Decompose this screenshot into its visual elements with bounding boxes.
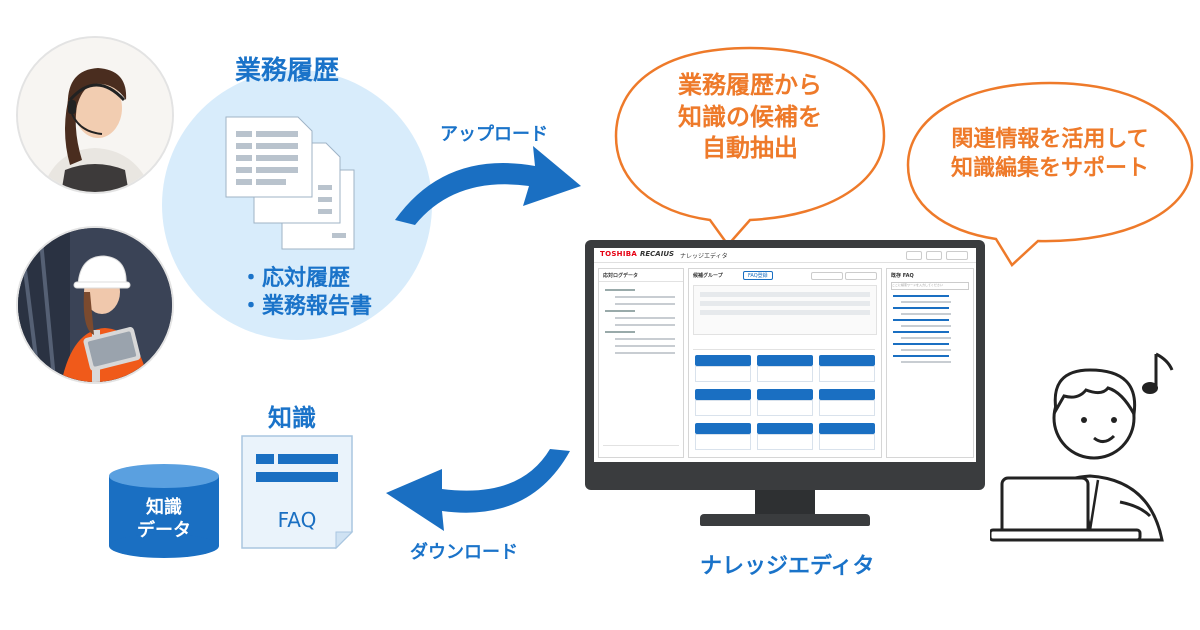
database-label: 知識 データ [105, 497, 223, 542]
music-note-icon [1142, 352, 1174, 394]
faq-document-icon [241, 435, 354, 550]
faq-label: FAQ [277, 508, 317, 532]
candidate-card[interactable] [819, 389, 875, 417]
candidate-tab-3[interactable] [845, 272, 877, 280]
faq-panel-title: 既存 FAQ [891, 273, 914, 279]
download-arrow [386, 449, 570, 531]
app-header: TOSHIBA RECAIUS ナレッジエディタ [594, 248, 976, 263]
candidate-panel-title: 候補グループ [693, 273, 723, 279]
editor-caption: ナレッジエディタ [700, 554, 875, 579]
database-label-line2: データ [137, 519, 191, 541]
candidate-cards [695, 355, 877, 453]
support-bubble-text: 関連情報を活用して 知識編集をサポート [910, 125, 1190, 183]
faq-search-input[interactable]: ここに検索ワードを入力してください [891, 282, 969, 290]
extract-line-1: 業務履歴から [678, 71, 822, 99]
product-logo: RECAIUS [640, 250, 675, 258]
operator-photos [16, 36, 174, 384]
brand-logo: TOSHIBA [600, 250, 638, 258]
header-button-1[interactable] [906, 251, 922, 260]
candidate-card[interactable] [819, 355, 875, 383]
monitor-neck [755, 490, 815, 516]
candidate-tab-2[interactable] [811, 272, 843, 280]
candidate-card[interactable] [757, 389, 813, 417]
database-cylinder-icon [109, 464, 219, 558]
extract-line-2: 知識の候補を [678, 102, 822, 131]
header-button-3[interactable] [946, 251, 968, 260]
filter-box [693, 285, 877, 335]
candidate-card[interactable] [695, 389, 751, 417]
support-line-2: 知識編集をサポート [950, 156, 1149, 182]
history-bullet-report: ・業務報告書 [240, 294, 373, 320]
log-data-panel: 応対ログデータ [598, 268, 684, 458]
extract-bubble-text: 業務履歴から 知識の候補を 自動抽出 [620, 70, 880, 165]
support-bubble [906, 81, 1194, 267]
extract-line-3: 自動抽出 [702, 134, 798, 163]
candidate-group-panel: 候補グループ FAQ登録 [688, 268, 882, 458]
download-label: ダウンロード [410, 542, 518, 563]
faq-register-tab[interactable]: FAQ登録 [743, 271, 773, 280]
monitor-screen: TOSHIBA RECAIUS ナレッジエディタ 応対ログデータ 候補グループ … [594, 248, 976, 462]
app-name: ナレッジエディタ [680, 253, 728, 260]
monitor-base [700, 514, 870, 526]
header-button-2[interactable] [926, 251, 942, 260]
candidate-card[interactable] [695, 423, 751, 451]
candidate-card[interactable] [819, 423, 875, 451]
candidate-card[interactable] [757, 355, 813, 383]
existing-faq-panel: 既存 FAQ ここに検索ワードを入力してください [886, 268, 974, 458]
support-line-1: 関連情報を活用して [951, 127, 1149, 152]
upload-label: アップロード [440, 124, 548, 145]
extract-bubble [614, 46, 886, 248]
document-stack-icon [225, 116, 355, 250]
editor-user-illustration [990, 352, 1174, 542]
candidate-card[interactable] [757, 423, 813, 451]
upload-arrow [395, 146, 581, 225]
database-label-line1: 知識 [146, 497, 182, 518]
knowledge-title: 知識 [268, 404, 316, 432]
history-title: 業務履歴 [235, 56, 340, 86]
call-center-operator-photo [16, 36, 174, 194]
history-bullets: ・応対履歴 ・業務報告書 [240, 265, 372, 321]
candidate-card[interactable] [695, 355, 751, 383]
history-bullet-response: ・応対履歴 [240, 266, 351, 291]
log-panel-title: 応対ログデータ [603, 273, 639, 279]
factory-worker-photo [16, 226, 174, 384]
